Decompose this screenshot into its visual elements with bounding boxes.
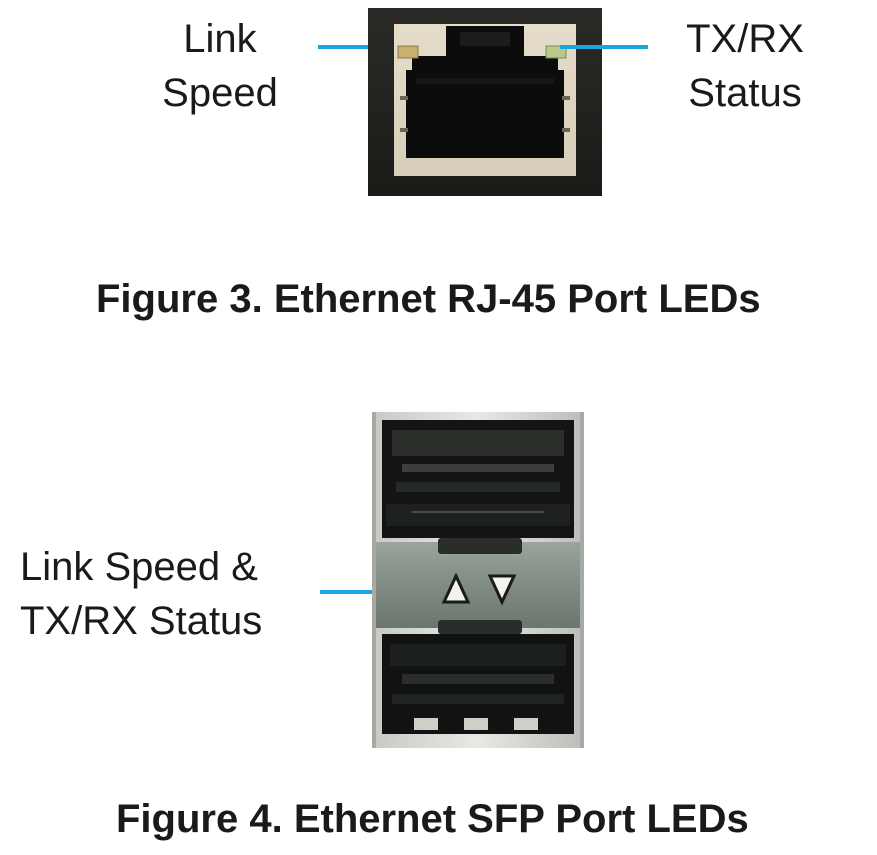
link-speed-label: Link Speed (140, 12, 300, 120)
sfp-led-up-triangle (441, 572, 471, 604)
tx-rx-status-led (545, 45, 567, 59)
tx-rx-status-label-line1: TX/RX (686, 17, 804, 61)
sfp-led-label: Link Speed & TX/RX Status (20, 540, 316, 648)
link-speed-led (397, 45, 419, 59)
figure-3-caption: Figure 3. Ethernet RJ-45 Port LEDs (96, 277, 761, 321)
tx-rx-status-label-line2: Status (688, 71, 802, 115)
tx-rx-status-label: TX/RX Status (660, 12, 830, 120)
link-speed-label-line2: Speed (162, 71, 278, 115)
link-speed-leader-line (318, 45, 406, 49)
figure-4-caption: Figure 4. Ethernet SFP Port LEDs (116, 797, 749, 841)
rj45-port-photo (368, 8, 602, 196)
tx-rx-status-leader-line (560, 45, 648, 49)
link-speed-label-line1: Link (183, 17, 257, 61)
sfp-led-label-line1: Link Speed & (20, 545, 258, 589)
sfp-led-label-line2: TX/RX Status (20, 599, 263, 643)
sfp-led-down-triangle (487, 574, 517, 606)
sfp-port-photo (372, 412, 584, 748)
